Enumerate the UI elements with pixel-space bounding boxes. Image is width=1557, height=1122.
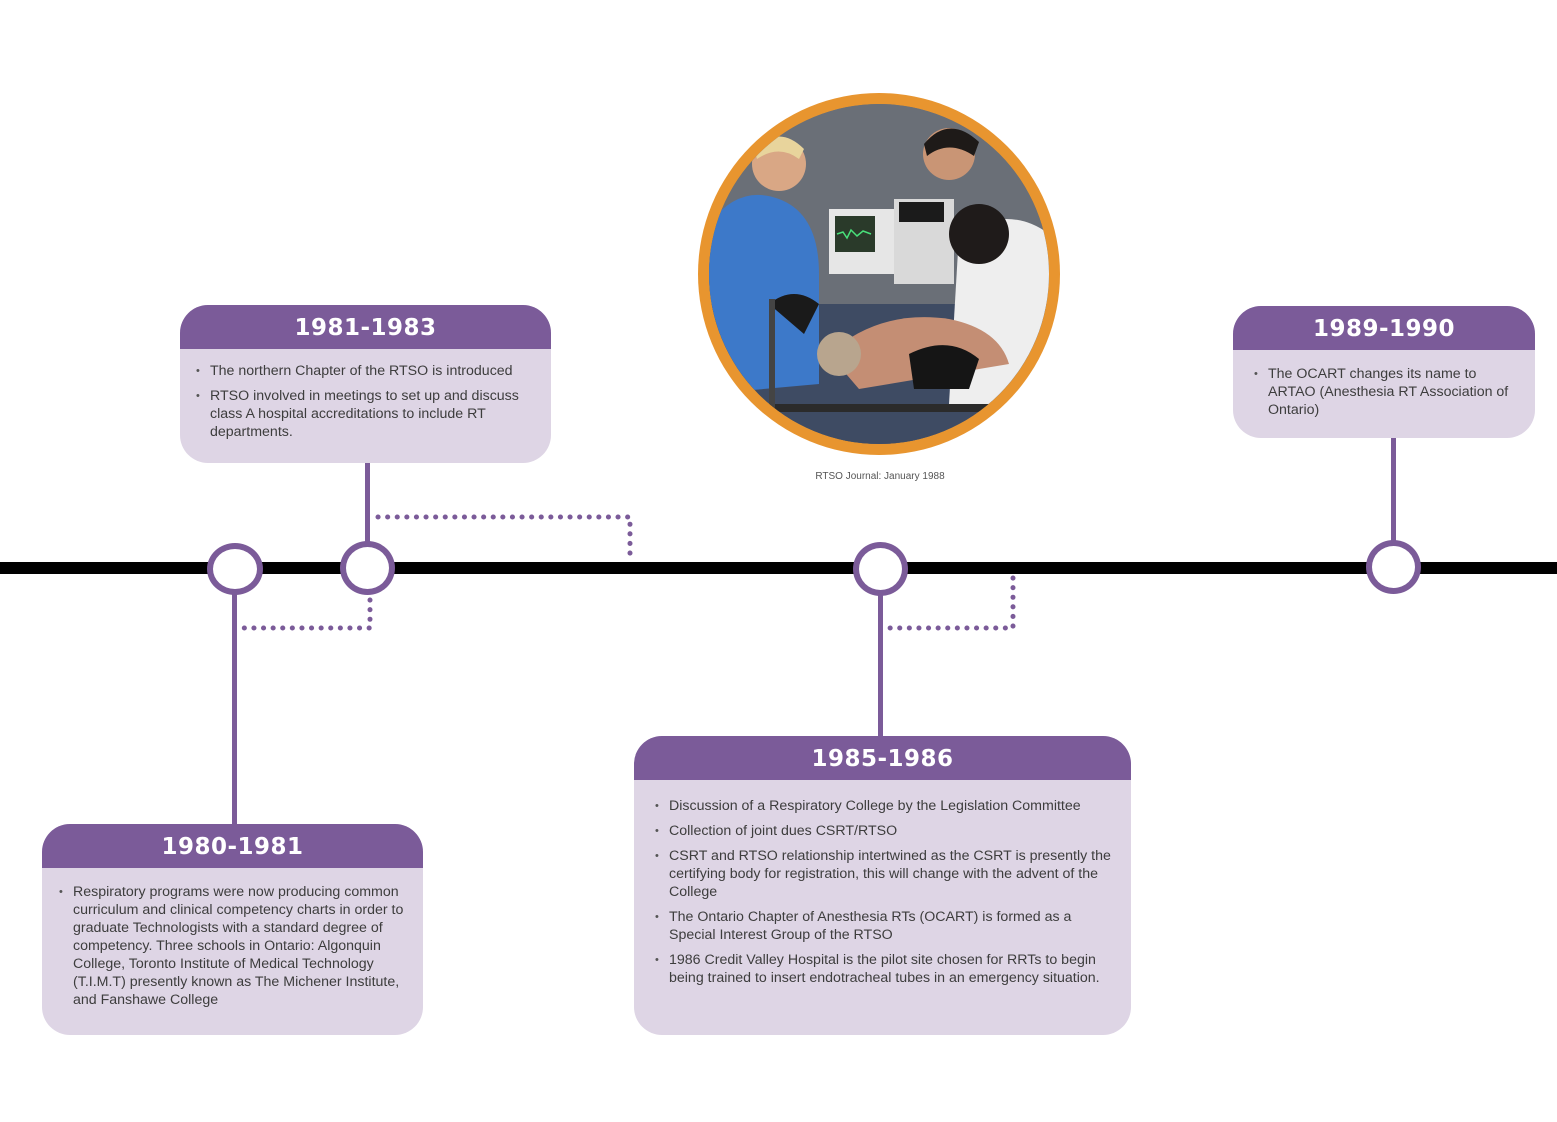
dotted-connector-1980-1981 <box>237 597 373 631</box>
event-items: Discussion of a Respiratory College by t… <box>634 780 1131 987</box>
event-period: 1980-1981 <box>42 824 423 868</box>
timeline-node-1981-1983[interactable] <box>340 541 395 595</box>
event-item: The Ontario Chapter of Anesthesia RTs (O… <box>655 908 1111 944</box>
dotted-connector-1985-1986 <box>887 575 1016 631</box>
timeline-node-1989-1990[interactable] <box>1366 540 1421 594</box>
event-period: 1985-1986 <box>634 736 1131 780</box>
event-item: 1986 Credit Valley Hospital is the pilot… <box>655 951 1111 987</box>
event-item: Discussion of a Respiratory College by t… <box>655 797 1111 815</box>
event-card-1985-1986: 1985-1986 Discussion of a Respiratory Co… <box>634 736 1131 1035</box>
stem-1981-1983 <box>365 460 370 545</box>
event-item: Respiratory programs were now producing … <box>59 883 405 1009</box>
stem-1985-1986 <box>878 592 883 738</box>
event-items: The OCART changes its name to ARTAO (Ane… <box>1233 350 1535 419</box>
event-period: 1981-1983 <box>180 305 551 349</box>
photo-illustration <box>709 104 1049 444</box>
photo-caption: RTSO Journal: January 1988 <box>815 471 945 482</box>
event-card-1981-1983: 1981-1983 The northern Chapter of the RT… <box>180 305 551 463</box>
event-item: Collection of joint dues CSRT/RTSO <box>655 822 1111 840</box>
event-item: CSRT and RTSO relationship intertwined a… <box>655 847 1111 901</box>
event-item: The northern Chapter of the RTSO is intr… <box>196 362 537 380</box>
stem-1989-1990 <box>1391 436 1396 544</box>
event-card-1989-1990: 1989-1990 The OCART changes its name to … <box>1233 306 1535 438</box>
photo-emergency-team-image <box>709 104 1049 444</box>
event-items: Respiratory programs were now producing … <box>42 868 423 1009</box>
event-card-1980-1981: 1980-1981 Respiratory programs were now … <box>42 824 423 1035</box>
event-period: 1989-1990 <box>1233 306 1535 350</box>
dotted-connector-1981-1983 <box>375 514 633 561</box>
stem-1980-1981 <box>232 592 237 826</box>
event-item: RTSO involved in meetings to set up and … <box>196 387 537 441</box>
timeline-node-1985-1986[interactable] <box>853 542 908 596</box>
event-item: The OCART changes its name to ARTAO (Ane… <box>1254 365 1517 419</box>
event-items: The northern Chapter of the RTSO is intr… <box>180 349 551 441</box>
photo-frame <box>698 93 1060 455</box>
timeline-node-1980-1981[interactable] <box>207 543 263 595</box>
